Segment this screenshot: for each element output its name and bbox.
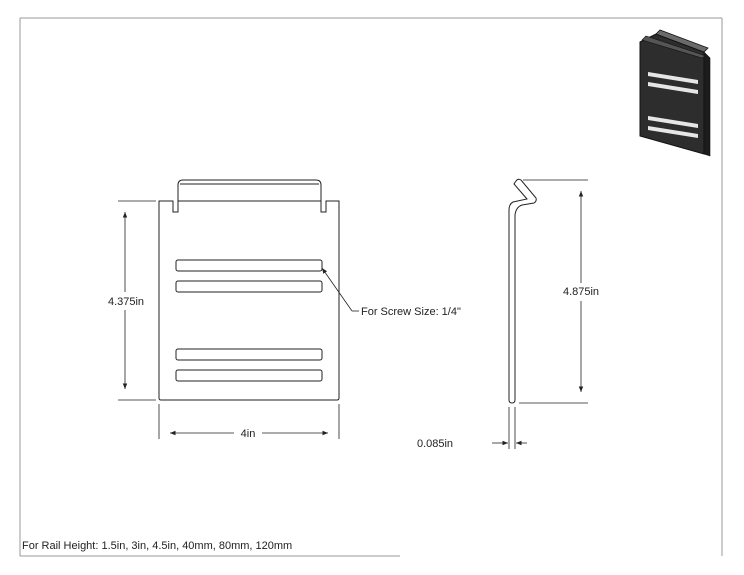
side-profile	[508, 178, 537, 404]
front-hook-tab	[177, 179, 322, 209]
sheet-border	[19, 17, 723, 557]
side-view	[508, 178, 537, 404]
iso-preview	[639, 29, 711, 157]
screw-size-leader	[321, 267, 359, 312]
front-slot-4	[175, 369, 323, 382]
side-thickness-dimension	[492, 407, 527, 449]
side-height-label: 4.875in	[563, 286, 599, 298]
rail-height-note: For Rail Height: 1.5in, 3in, 4.5in, 40mm…	[22, 540, 292, 552]
front-slot-2	[175, 280, 323, 293]
front-height-label: 4.375in	[108, 296, 144, 308]
screw-size-callout: For Screw Size: 1/4"	[361, 306, 461, 318]
side-height-dimension	[519, 179, 588, 404]
front-height-dimension	[118, 200, 156, 401]
front-view	[158, 179, 340, 401]
front-plate	[158, 200, 340, 401]
front-width-label: 4in	[241, 428, 256, 440]
front-slot-3	[175, 348, 323, 361]
front-width-dimension	[158, 404, 340, 439]
front-slot-1	[175, 259, 323, 272]
side-thickness-label: 0.085in	[417, 438, 453, 450]
